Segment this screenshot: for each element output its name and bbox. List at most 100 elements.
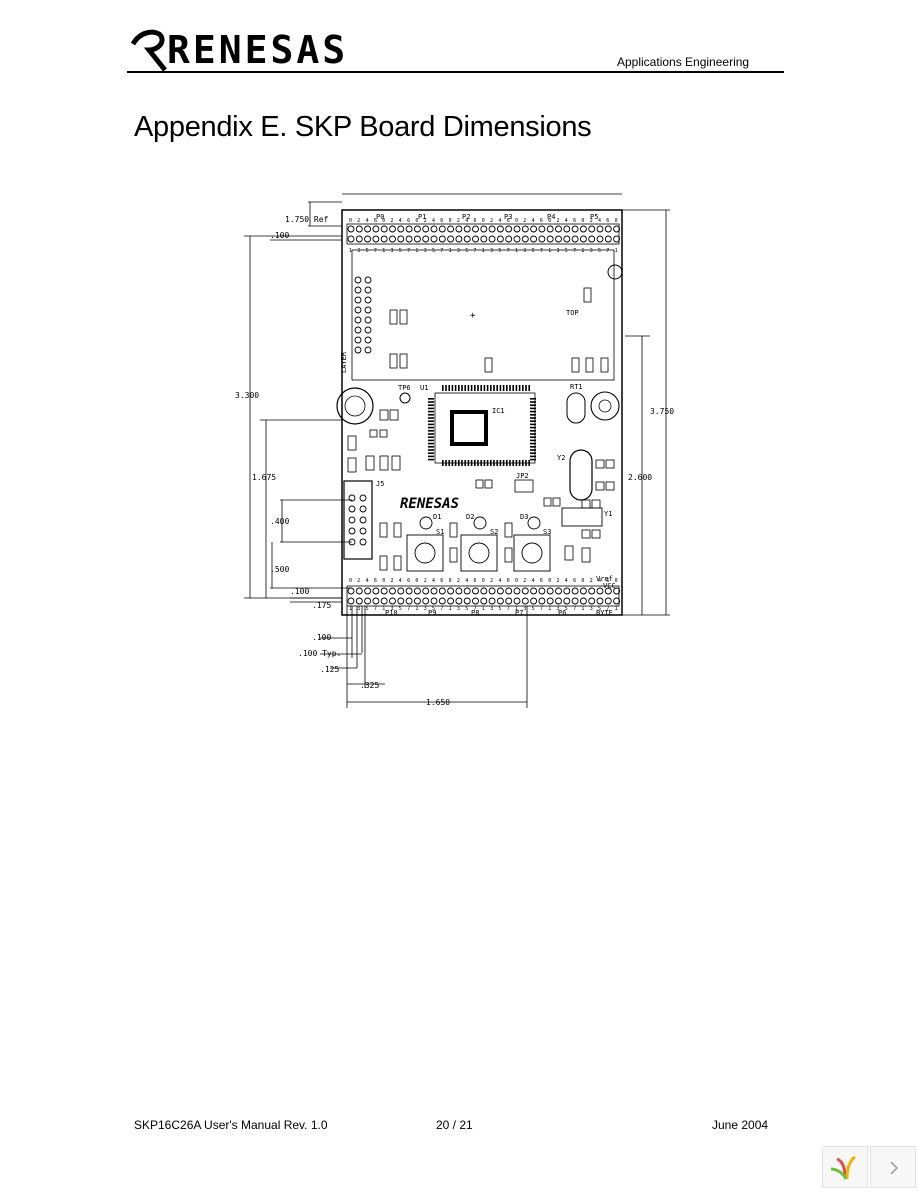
- j5-pin: [359, 494, 367, 502]
- header-pin: [422, 597, 430, 605]
- header-pin: [596, 235, 604, 243]
- pin-number: 3: [424, 606, 427, 612]
- next-page-button[interactable]: [870, 1146, 916, 1188]
- header-pin: [563, 597, 571, 605]
- pin-number: 5: [532, 606, 535, 612]
- header-pin: [496, 235, 504, 243]
- pin-number: 7: [440, 606, 443, 612]
- pin-number: 1: [581, 606, 584, 612]
- j5-pin: [348, 527, 356, 535]
- pin-number: 6: [606, 218, 609, 224]
- header-pin: [447, 587, 455, 595]
- pin-number: 0: [515, 218, 518, 224]
- mcu-lead: [428, 414, 434, 416]
- mcu-lead: [530, 426, 536, 429]
- header-pin: [530, 235, 538, 243]
- pin-number: 7: [507, 248, 510, 254]
- port-p8: P8: [471, 609, 479, 617]
- dim-height-3750: 3.750: [650, 407, 674, 416]
- header-pin: [521, 587, 529, 595]
- header-pin: [364, 225, 372, 233]
- pin-number: 3: [357, 606, 360, 612]
- header-pin: [588, 225, 596, 233]
- viewer-nav: [822, 1146, 918, 1188]
- header-pin: [364, 587, 372, 595]
- pin-number: 0: [382, 578, 385, 584]
- rt1-label: RT1: [570, 383, 583, 391]
- header-pin: [530, 597, 538, 605]
- header-pin: [405, 597, 413, 605]
- board-dimension-drawing: 0123456701234567012345670123456701234567…: [235, 193, 674, 708]
- header-pin: [397, 235, 405, 243]
- header-pin: [447, 597, 455, 605]
- header-pin: [438, 587, 446, 595]
- header-pin: [579, 587, 587, 595]
- header-pin: [579, 235, 587, 243]
- mcu-lead: [428, 439, 434, 442]
- mcu-lead: [530, 410, 536, 413]
- lcd-pin: [354, 326, 362, 334]
- pin-number: 3: [557, 606, 560, 612]
- port-p3: P3: [504, 213, 512, 221]
- y2-label: Y2: [557, 454, 565, 462]
- mcu-lead: [442, 385, 444, 391]
- header-pin: [463, 225, 471, 233]
- header-pin: [438, 597, 446, 605]
- header-pin: [380, 597, 388, 605]
- mcu-lead: [530, 417, 536, 419]
- header-pin: [555, 225, 562, 233]
- mcu-lead: [461, 460, 463, 466]
- pin-number: 2: [357, 578, 360, 584]
- header-pin: [380, 225, 388, 233]
- pin-number: 2: [523, 578, 526, 584]
- dim-width-1650: 1.650: [426, 698, 450, 707]
- j5-pin: [359, 516, 367, 524]
- ic1-label: IC1: [492, 407, 505, 415]
- header-pin: [521, 597, 529, 605]
- mcu-lead: [428, 455, 434, 458]
- mcu-lead: [530, 420, 536, 422]
- mcu-lead: [428, 452, 434, 454]
- header-pin: [472, 235, 479, 243]
- header-pin: [372, 225, 380, 233]
- pin-number: 2: [391, 578, 394, 584]
- lcd-pin: [354, 346, 362, 354]
- tp6-label: TP6: [398, 384, 411, 392]
- header-pin: [455, 587, 463, 595]
- pin-number: 5: [465, 248, 468, 254]
- mcu-lead: [477, 460, 479, 466]
- pin-number: 0: [449, 578, 452, 584]
- dim-pin-typ: .100 Typ.: [298, 649, 341, 658]
- lcd-pin: [364, 296, 372, 304]
- pin-number: 2: [424, 578, 427, 584]
- bottom-header-pins: [346, 585, 620, 607]
- pin-number: 6: [540, 578, 543, 584]
- header-pin: [613, 587, 621, 595]
- header-pin: [397, 225, 405, 233]
- mcu-lead: [428, 446, 434, 448]
- d1-label: D1: [433, 513, 441, 521]
- header-pin: [521, 225, 529, 233]
- mcu-lead: [499, 460, 502, 466]
- pin-number: 4: [565, 218, 568, 224]
- mcu-lead: [530, 430, 536, 432]
- j5-pin: [348, 516, 356, 524]
- pin-number: 0: [382, 218, 385, 224]
- header-pin: [488, 225, 496, 233]
- lcd-pin: [364, 316, 372, 324]
- pin-number: 0: [482, 578, 485, 584]
- port-p4: P4: [547, 213, 555, 221]
- mcu-lead: [477, 385, 479, 391]
- header-pin: [389, 587, 396, 595]
- header-pin: [480, 235, 488, 243]
- mcu-lead: [509, 385, 511, 391]
- header-pin: [571, 235, 579, 243]
- pin-number: 4: [565, 578, 568, 584]
- pin-number: 6: [374, 578, 377, 584]
- header-pin: [588, 587, 596, 595]
- header-pin: [438, 225, 446, 233]
- pin-number: 5: [465, 606, 468, 612]
- j5-pin: [348, 494, 356, 502]
- lcd-pin: [354, 286, 362, 294]
- mcu-lead: [480, 460, 482, 466]
